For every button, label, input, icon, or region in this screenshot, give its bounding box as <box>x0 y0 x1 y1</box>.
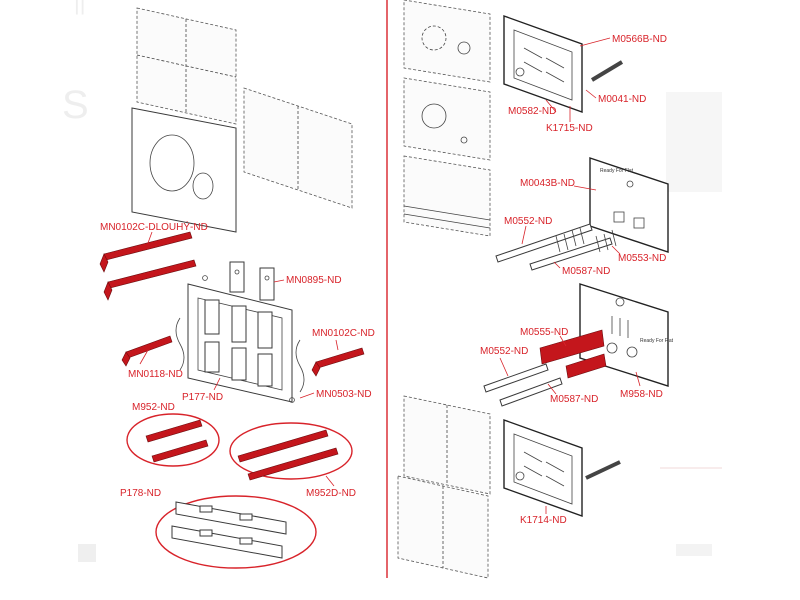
leader-mn0118 <box>139 349 149 365</box>
cover-plate-flat-top <box>403 155 491 237</box>
cover-plate-round-single <box>403 77 491 161</box>
part-p177-frame <box>175 275 305 403</box>
cover-plate-round-buttons <box>131 107 237 233</box>
part-m0043b-frame <box>589 157 669 253</box>
part-mn0118 <box>121 335 173 367</box>
label-m0043b: M0043B-ND <box>520 178 575 189</box>
part-mn0895 <box>229 261 275 301</box>
leader-m952d <box>325 475 335 487</box>
label-m0553: M0553-ND <box>618 253 666 264</box>
label-m0552-bottom: M0552-ND <box>480 346 528 357</box>
label-m958: M958-ND <box>620 389 663 400</box>
part-m0555 <box>539 329 607 379</box>
label-m0555: M0555-ND <box>520 327 568 338</box>
label-m0552-top: M0552-ND <box>504 216 552 227</box>
leader-m0553 <box>611 245 621 255</box>
label-k1715: K1715-ND <box>546 123 593 134</box>
part-m952d <box>229 422 353 481</box>
ghost-bar <box>676 544 712 556</box>
cover-plate-flat-mid <box>403 395 491 495</box>
ghost-block <box>666 92 722 192</box>
leader-mn0895 <box>273 279 285 283</box>
leader-p177 <box>213 377 221 391</box>
cover-plate-dual-round <box>403 0 491 83</box>
label-m0582: M0582-ND <box>508 106 556 117</box>
ghost-square <box>78 544 96 562</box>
leader-m0552-bottom <box>499 357 509 377</box>
leader-mn0102c-dlouhy <box>147 231 153 244</box>
leader-m0555 <box>559 335 567 347</box>
frame-text-top: Ready For Flat <box>600 168 634 174</box>
ghost-letter: S <box>62 83 89 127</box>
frame-text-bottom: Ready For Flat <box>640 338 674 344</box>
part-mn0102c-dlouhy <box>99 231 197 301</box>
cover-plate-square-top <box>136 7 237 125</box>
part-studs-bottom <box>483 363 563 407</box>
leader-m0552-top <box>521 225 527 245</box>
label-p178: P178-ND <box>120 488 161 499</box>
label-mn0503: MN0503-ND <box>316 389 372 400</box>
cover-plate-flat-bottom <box>397 475 489 579</box>
leader-m0587-top <box>553 261 561 269</box>
label-m952d: M952D-ND <box>306 488 356 499</box>
leader-m958 <box>635 371 641 387</box>
label-mn0895: MN0895-ND <box>286 275 342 286</box>
part-p178 <box>155 495 317 569</box>
label-mn0102c: MN0102C-ND <box>312 328 375 339</box>
label-m0041: M0041-ND <box>598 94 646 105</box>
label-k1714: K1714-ND <box>520 515 567 526</box>
leader-m0582 <box>545 99 557 113</box>
label-m952: M952-ND <box>132 402 175 413</box>
leader-mn0102c <box>335 339 339 351</box>
part-mn0102c <box>311 347 365 377</box>
part-studs-top <box>495 223 617 271</box>
cover-plate-square-right <box>243 87 353 209</box>
leader-m0043b <box>573 185 597 191</box>
leader-m0566b <box>579 37 611 47</box>
part-k1715-frame <box>503 15 624 113</box>
label-m0587-top: M0587-ND <box>562 266 610 277</box>
label-p177: P177-ND <box>182 392 223 403</box>
label-mn0118: MN0118-ND <box>128 369 183 380</box>
leader-m0041 <box>585 89 597 99</box>
label-m0587-bottom: M0587-ND <box>550 394 598 405</box>
leader-m0587-bottom <box>547 383 557 395</box>
part-k1714-frame <box>503 419 621 517</box>
part-m952 <box>126 413 220 467</box>
ghost-letter-top: || <box>74 0 85 15</box>
label-m0566b: M0566B-ND <box>612 34 667 45</box>
label-mn0102c-dlouhy: MN0102C-DLOUHÝ-ND <box>100 220 208 233</box>
leader-mn0503 <box>299 392 315 399</box>
